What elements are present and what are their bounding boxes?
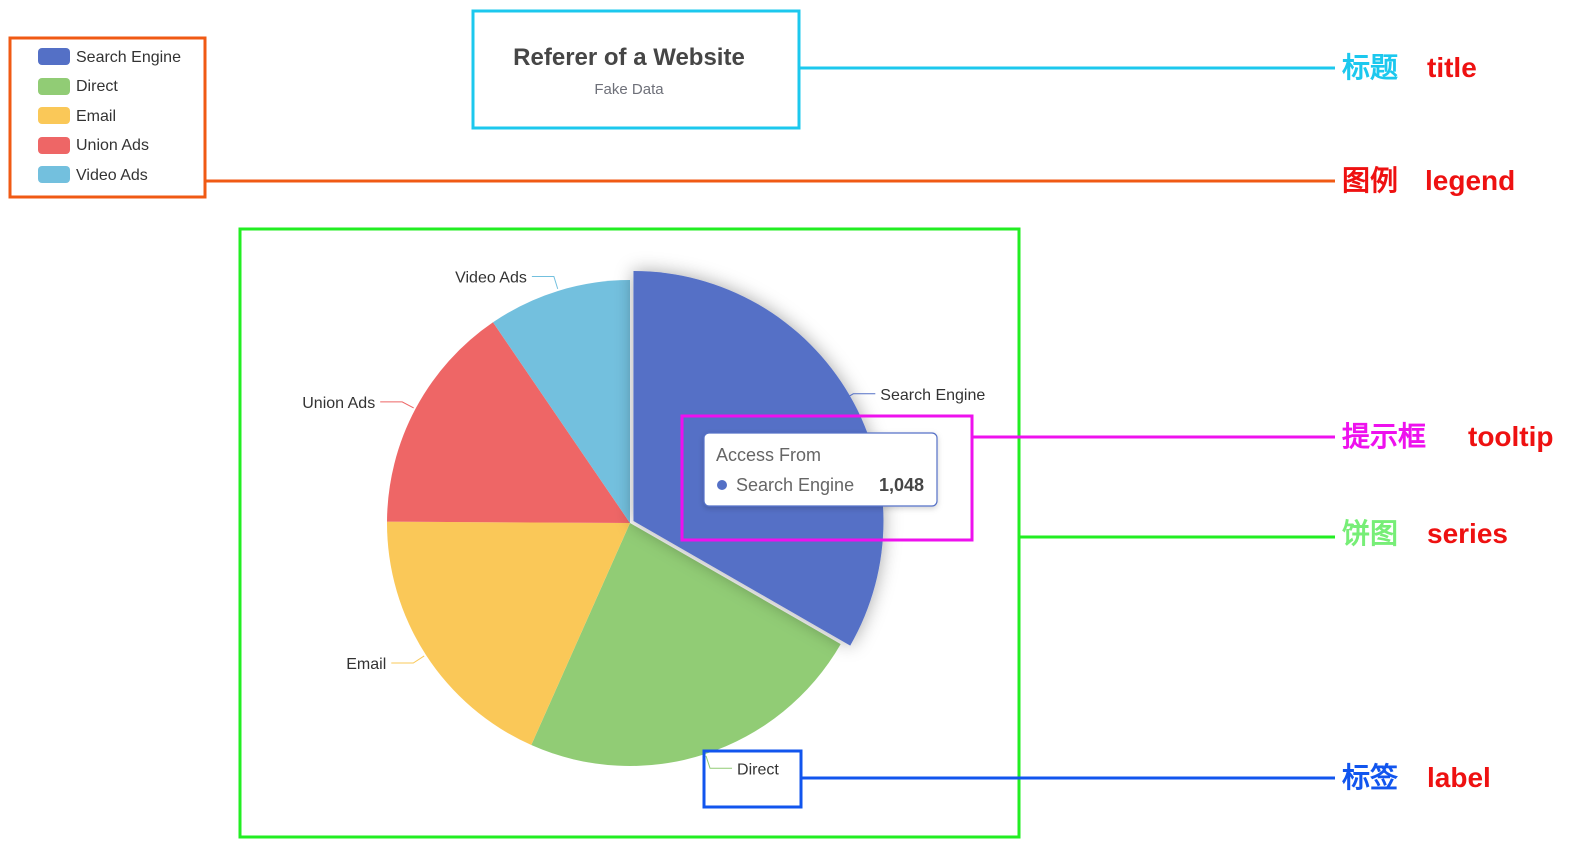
series-annotation-en: series (1427, 518, 1508, 549)
legend-item-email[interactable]: Email (38, 107, 116, 125)
chart-title: Referer of a Website (513, 44, 745, 71)
legend-annotation-en: legend (1425, 165, 1515, 196)
legend-annotation-box (8, 36, 207, 199)
annotation-lines (205, 66, 1335, 780)
legend-swatch-direct (38, 78, 70, 95)
legend-swatch-union-ads (38, 137, 70, 154)
legend-label-email: Email (76, 108, 116, 125)
legend-annotation-zh: 图例 (1342, 165, 1398, 196)
label-line-search-engine (841, 393, 876, 401)
pie-series (386, 270, 884, 766)
slice-label-search-engine: Search Engine (880, 387, 985, 404)
legend-item-union-ads[interactable]: Union Ads (38, 137, 149, 154)
series-annotation-zh: 饼图 (1342, 518, 1398, 549)
tooltip-annotation-zh: 提示框 (1342, 421, 1426, 452)
slice-label-video-ads: Video Ads (455, 269, 527, 286)
tooltip-annotation-en: tooltip (1468, 421, 1554, 452)
label-line-email (391, 655, 425, 664)
legend-swatch-video-ads (38, 166, 70, 183)
legend: Search Engine Direct Email Union Ads Vid… (38, 48, 181, 184)
legend-item-direct[interactable]: Direct (38, 78, 118, 95)
tooltip-annotation-box (680, 414, 974, 542)
legend-item-video-ads[interactable]: Video Ads (38, 166, 148, 184)
tooltip-series-name: Search Engine (736, 475, 854, 495)
label-line-video-ads (531, 275, 559, 290)
annotation-boxes (8, 9, 1021, 839)
label-annotation-zh: 标签 (1342, 761, 1398, 793)
legend-label-direct: Direct (76, 78, 118, 95)
pie-slice-video-ads[interactable] (492, 280, 630, 523)
tooltip: Access From Search Engine 1,048 (703, 432, 938, 507)
legend-label-union-ads: Union Ads (76, 137, 149, 154)
legend-swatch-email (38, 107, 70, 124)
tooltip-box (703, 432, 938, 507)
tooltip-value: 1,048 (879, 475, 924, 495)
tooltip-title: Access From (716, 445, 821, 465)
series-annotation-box (238, 227, 1021, 839)
chart-subtitle: Fake Data (594, 81, 664, 98)
label-annotation-box (702, 749, 803, 809)
legend-item-search-engine[interactable]: Search Engine (38, 48, 181, 66)
legend-label-search-engine: Search Engine (76, 49, 181, 66)
tooltip-marker-icon (717, 480, 727, 490)
legend-label-video-ads: Video Ads (76, 167, 148, 184)
pie-slice-email[interactable] (386, 521, 630, 746)
title-annotation-en: title (1427, 52, 1477, 83)
label-line-direct (705, 755, 733, 769)
label-line-union-ads (380, 401, 414, 409)
slice-label-union-ads: Union Ads (302, 395, 375, 412)
slice-label-email: Email (346, 656, 386, 673)
legend-swatch-search-engine (38, 48, 70, 65)
pie-slice-union-ads[interactable] (387, 322, 630, 523)
title-annotation-zh: 标题 (1342, 52, 1398, 83)
slice-label-direct: Direct (737, 761, 779, 778)
annotation-texts: 标题 title 图例 legend 提示框 tooltip 饼图 series… (1342, 52, 1554, 793)
label-annotation-en: label (1427, 762, 1491, 793)
pie-slice-direct[interactable] (531, 523, 841, 766)
